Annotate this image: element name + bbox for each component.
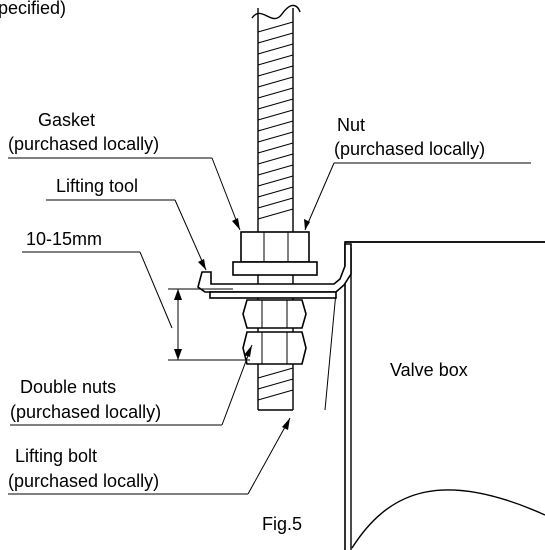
thread-line	[257, 87, 294, 99]
top-nut	[240, 231, 310, 263]
thread-line	[257, 142, 294, 154]
lower-washer	[209, 291, 337, 299]
thread-line	[257, 32, 294, 44]
thread-line	[257, 164, 294, 176]
gasket-washer	[232, 261, 318, 276]
lifting-bolt-sublabel: (purchased locally)	[8, 471, 159, 491]
gasket-label: Gasket	[38, 110, 95, 130]
nut-label: Nut	[337, 115, 365, 135]
nut-sublabel: (purchased locally)	[334, 139, 485, 159]
thread-line	[257, 131, 294, 143]
thread-line	[257, 21, 294, 33]
dimension-marker	[22, 251, 250, 361]
thread-line	[257, 54, 294, 66]
thread-line	[257, 367, 294, 379]
valve-box-label: Valve box	[390, 360, 468, 380]
lifting-bolt-label: Lifting bolt	[15, 446, 97, 466]
lifting-bolt	[251, 4, 301, 411]
thread-line	[257, 109, 294, 121]
top-hardware	[209, 231, 337, 299]
thread-line	[257, 186, 294, 198]
thread-line	[257, 43, 294, 55]
double-nuts-label: Double nuts	[20, 377, 116, 397]
double-nuts-sublabel: (purchased locally)	[10, 402, 161, 422]
dimension-label: 10-15mm	[26, 229, 102, 249]
gasket-sublabel: (purchased locally)	[8, 134, 159, 154]
thread-line	[257, 378, 294, 390]
thread-line	[257, 120, 294, 132]
thread-line	[257, 389, 294, 401]
leader-lines	[8, 157, 531, 495]
thread-line	[257, 98, 294, 110]
thread-line	[257, 175, 294, 187]
lifting-tool-label: Lifting tool	[56, 176, 138, 196]
thread-line	[257, 197, 294, 209]
valve-box	[344, 241, 545, 550]
thread-line	[257, 208, 294, 220]
partial-top-text: pecified)	[0, 0, 66, 18]
double-nuts	[242, 299, 307, 365]
bolt-threads	[257, 21, 294, 401]
thread-line	[257, 153, 294, 165]
thread-line	[257, 65, 294, 77]
thread-line	[257, 76, 294, 88]
figure-label: Fig.5	[262, 514, 302, 534]
